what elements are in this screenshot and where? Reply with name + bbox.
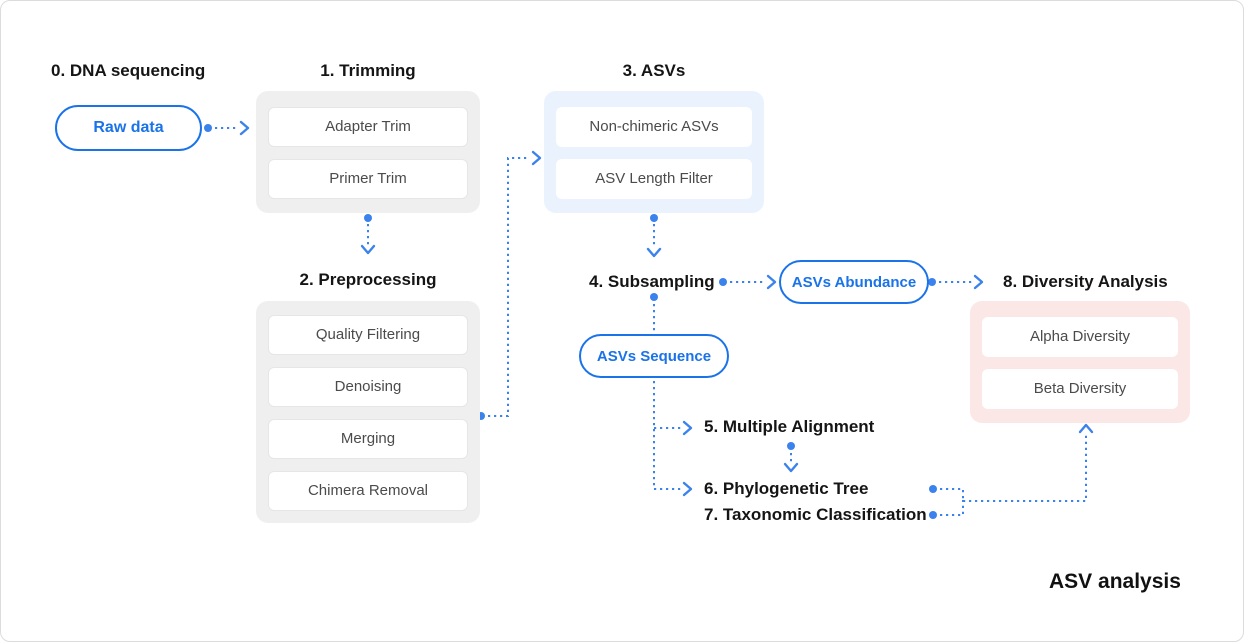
connector-preprocessing-to-asvs bbox=[477, 150, 542, 420]
connector-sequence-to-alignment-and-tree bbox=[653, 381, 693, 497]
diagram-title: ASV analysis bbox=[1049, 570, 1181, 593]
stage-box-diversity-analysis: Alpha Diversity Beta Diversity bbox=[970, 301, 1190, 423]
pill-raw-data-label: Raw data bbox=[93, 119, 164, 136]
stage-heading-asvs: 3. ASVs bbox=[622, 61, 686, 80]
connector-alignment-to-tree bbox=[783, 442, 799, 473]
stage-heading-subsampling: 4. Subsampling bbox=[589, 272, 715, 291]
stage-heading-taxonomic-classification: 7. Taxonomic Classification bbox=[704, 505, 927, 524]
card-adapter-trim: Adapter Trim bbox=[268, 107, 468, 147]
pill-asvs-sequence-label: ASVs Sequence bbox=[596, 347, 712, 365]
stage-box-asvs: Non-chimeric ASVs ASV Length Filter bbox=[544, 91, 764, 213]
card-beta-diversity: Beta Diversity bbox=[982, 369, 1178, 409]
connector-tree-taxonomy-to-diversity bbox=[929, 423, 1094, 519]
connector-subsampling-to-abundance bbox=[719, 274, 777, 290]
card-denoising: Denoising bbox=[268, 367, 468, 407]
card-merging: Merging bbox=[268, 419, 468, 459]
pill-asvs-sequence: ASVs Sequence bbox=[579, 334, 729, 378]
card-asv-length-filter: ASV Length Filter bbox=[556, 159, 752, 199]
card-alpha-diversity: Alpha Diversity bbox=[982, 317, 1178, 357]
stage-heading-phylogenetic-tree: 6. Phylogenetic Tree bbox=[704, 479, 869, 498]
stage-box-trimming: Adapter Trim Primer Trim bbox=[256, 91, 480, 213]
pill-raw-data: Raw data bbox=[55, 105, 202, 151]
connector-asvs-to-subsampling bbox=[646, 214, 662, 258]
card-non-chimeric-asvs: Non-chimeric ASVs bbox=[556, 107, 752, 147]
connector-trimming-to-preprocessing bbox=[360, 214, 376, 255]
connector-abundance-to-diversity bbox=[928, 274, 984, 290]
stage-heading-preprocessing: 2. Preprocessing bbox=[299, 270, 437, 289]
card-chimera-removal: Chimera Removal bbox=[268, 471, 468, 511]
connector-subsampling-to-sequence bbox=[650, 293, 658, 332]
pill-asvs-abundance: ASVs Abundance bbox=[779, 260, 929, 304]
pill-asvs-abundance-label: ASVs Abundance bbox=[791, 273, 917, 291]
stage-heading-trimming: 1. Trimming bbox=[320, 61, 416, 80]
stage-heading-diversity-analysis: 8. Diversity Analysis bbox=[1003, 272, 1168, 291]
connector-rawdata-to-trimming bbox=[204, 120, 250, 136]
stage-box-preprocessing: Quality Filtering Denoising Merging Chim… bbox=[256, 301, 480, 523]
stage-heading-dna-sequencing: 0. DNA sequencing bbox=[51, 61, 206, 80]
stage-heading-multiple-alignment: 5. Multiple Alignment bbox=[704, 417, 875, 436]
card-quality-filtering: Quality Filtering bbox=[268, 315, 468, 355]
card-primer-trim: Primer Trim bbox=[268, 159, 468, 199]
